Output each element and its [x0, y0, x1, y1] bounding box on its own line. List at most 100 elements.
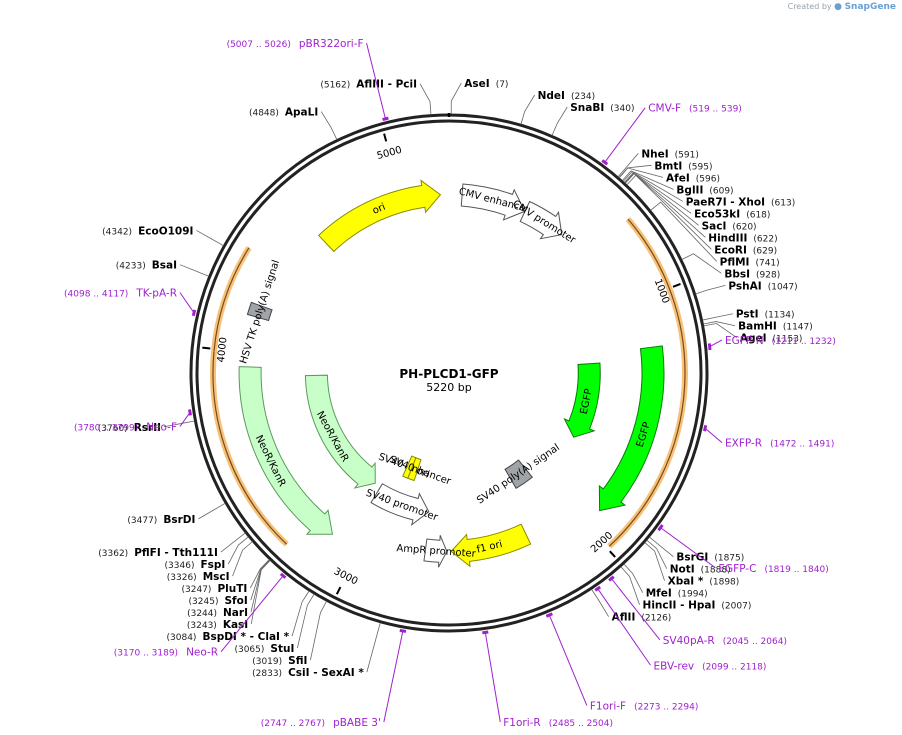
site-position: BsaI	[152, 260, 177, 272]
primer-range: (2045 .. 2064)	[723, 637, 787, 647]
primer-mark	[657, 524, 664, 532]
primer[interactable]: EXFP-R(1472 .. 1491)	[725, 438, 834, 450]
restriction-site[interactable]: PshAI(1047)	[728, 280, 797, 292]
site-name: NdeI	[538, 90, 565, 102]
primer-range: (2099 .. 2118)	[702, 662, 766, 672]
site-position: SfoI	[224, 595, 247, 607]
site-name: (3346)	[165, 561, 195, 571]
tick-mark	[672, 283, 681, 288]
primer[interactable]: EGFP-N(1211 .. 1232)	[725, 335, 836, 347]
restriction-site[interactable]: BbsI(928)	[724, 268, 780, 280]
primer-range: (3170 .. 3189)	[114, 649, 178, 659]
restriction-site[interactable]: PaeR7I - XhoI(613)	[686, 196, 795, 208]
restriction-site[interactable]: (4342)EcoO109I	[102, 225, 193, 237]
restriction-site[interactable]: (3244)NarI	[187, 607, 248, 619]
restriction-site[interactable]: NdeI (234)	[538, 90, 596, 102]
restriction-site[interactable]: (4848)ApaLI	[249, 107, 318, 119]
restriction-site[interactable]: AflII(2126)	[612, 612, 672, 624]
site-position: KasI	[223, 619, 248, 631]
feature-label: CMV promoter	[510, 198, 578, 246]
restriction-site[interactable]: (3243)KasI	[187, 619, 248, 631]
primer[interactable]: SV40pA-R (2045 .. 2064)	[663, 635, 787, 647]
restriction-site[interactable]: (3362)PflFI - Tth111I	[98, 547, 218, 559]
restriction-site[interactable]: (2833)CsiI - SexAI *	[252, 667, 364, 679]
restriction-site[interactable]: BamHI(1147)	[738, 321, 813, 333]
primer[interactable]: (5007 .. 5026)pBR322ori-F	[227, 38, 364, 50]
restriction-site[interactable]: XbaI *(1898)	[668, 576, 740, 588]
restriction-site[interactable]: BmtI(595)	[654, 160, 712, 172]
primer-name: Neo-F	[146, 421, 177, 433]
restriction-site[interactable]: (3245)SfoI	[189, 595, 248, 607]
primer-mark	[608, 575, 615, 582]
site-leader	[320, 111, 338, 140]
site-name: Eco53kI	[694, 208, 740, 220]
restriction-site[interactable]: (3346)FspI	[165, 559, 226, 571]
primer[interactable]: (3780 .. 3799)Neo-F	[74, 421, 177, 433]
restriction-site[interactable]: (3019)SfiI	[252, 655, 307, 667]
feature-arrow	[246, 301, 273, 322]
primer-range: (4098 .. 4117)	[64, 290, 128, 300]
restriction-site[interactable]: (3247)PluTI	[182, 583, 248, 595]
primer[interactable]: F1ori-F(2273 .. 2294)	[590, 701, 699, 713]
site-name: (4848)	[249, 109, 279, 119]
restriction-site[interactable]: AfeI(596)	[666, 172, 720, 184]
site-leader	[250, 559, 271, 613]
site-position: (1153)	[773, 335, 803, 345]
restriction-site[interactable]: PstI(1134)	[736, 309, 795, 321]
restriction-site[interactable]: (3326)MscI	[167, 571, 230, 583]
site-leader	[419, 83, 432, 115]
restriction-site[interactable]: SacI(620)	[702, 220, 757, 232]
site-position: (234)	[571, 92, 595, 102]
site-position: PflFI - Tth111I	[134, 547, 218, 559]
site-position: (741)	[755, 258, 779, 268]
restriction-site[interactable]: Eco53kI(618)	[694, 208, 770, 220]
restriction-site[interactable]: MfeI(1994)	[646, 588, 708, 600]
site-leader	[296, 593, 315, 649]
feature-arrow	[519, 200, 563, 240]
site-name: XbaI *	[668, 576, 704, 588]
primer[interactable]: (4098 .. 4117)TK-pA-R	[64, 288, 177, 300]
site-leader	[227, 536, 249, 565]
primer[interactable]: (3170 .. 3189)Neo-R	[114, 647, 218, 659]
site-position: (620)	[732, 222, 756, 232]
site-name: EcoRI	[714, 244, 747, 256]
restriction-site[interactable]: PflMI(741)	[720, 256, 780, 268]
restriction-site[interactable]: (4233)BsaI	[116, 260, 177, 272]
restriction-site[interactable]: NotI(1888)	[670, 564, 731, 576]
primer-name: SV40pA-R	[663, 635, 715, 647]
restriction-site[interactable]: AseI(7)	[464, 78, 508, 90]
primer[interactable]: CMV-F(519 .. 539)	[648, 103, 742, 115]
primer-leader	[604, 107, 646, 163]
site-name: (3477)	[127, 516, 157, 526]
site-leader	[622, 170, 674, 190]
restriction-site[interactable]: NheI(591)	[641, 148, 699, 160]
sites-layer: AseI(7) NdeI (234)SnaBI(340) NheI(591)BmtI(…	[98, 78, 813, 679]
restriction-site[interactable]: (5162)AflIII - PciI	[320, 79, 417, 91]
primer[interactable]: EBV-rev (2099 .. 2118)	[654, 660, 767, 672]
credit-brand: SnapGene	[844, 2, 896, 12]
site-position: (1888)	[701, 566, 731, 576]
primer[interactable]: EGFP-C(1819 .. 1840)	[718, 563, 828, 575]
restriction-site[interactable]: (3065)StuI	[234, 643, 294, 655]
restriction-site[interactable]: (3760)RsrII	[98, 422, 161, 434]
restriction-site[interactable]: EcoRI(629)	[714, 244, 777, 256]
restriction-site[interactable]: BglII(609)	[676, 184, 733, 196]
restriction-site[interactable]: HincII - HpaI(2007)	[643, 600, 752, 612]
primer[interactable]: F1ori-R(2485 .. 2504)	[503, 717, 613, 729]
restriction-site[interactable]: BsrGI(1875)	[676, 552, 744, 564]
site-name: NheI	[641, 148, 668, 160]
restriction-site[interactable]: (3084)BspDI * - ClaI *	[167, 631, 290, 643]
site-leader	[551, 106, 568, 136]
primer-name: EGFP-N	[725, 335, 764, 347]
restriction-site[interactable]: SnaBI(340)	[570, 102, 634, 114]
restriction-site[interactable]: AgeI(1153)	[740, 333, 803, 345]
primer[interactable]: (2747 .. 2767)pBABE 3'	[261, 717, 381, 729]
restriction-site[interactable]: (3477)BsrDI	[127, 514, 195, 526]
site-position: CsiI - SexAI *	[288, 667, 364, 679]
site-position: StuI	[270, 643, 294, 655]
site-position: EcoO109I	[138, 225, 193, 237]
tick-mark	[609, 550, 616, 558]
restriction-site[interactable]: HindIII(622)	[708, 232, 777, 244]
primer-name: EBV-rev	[654, 660, 695, 672]
